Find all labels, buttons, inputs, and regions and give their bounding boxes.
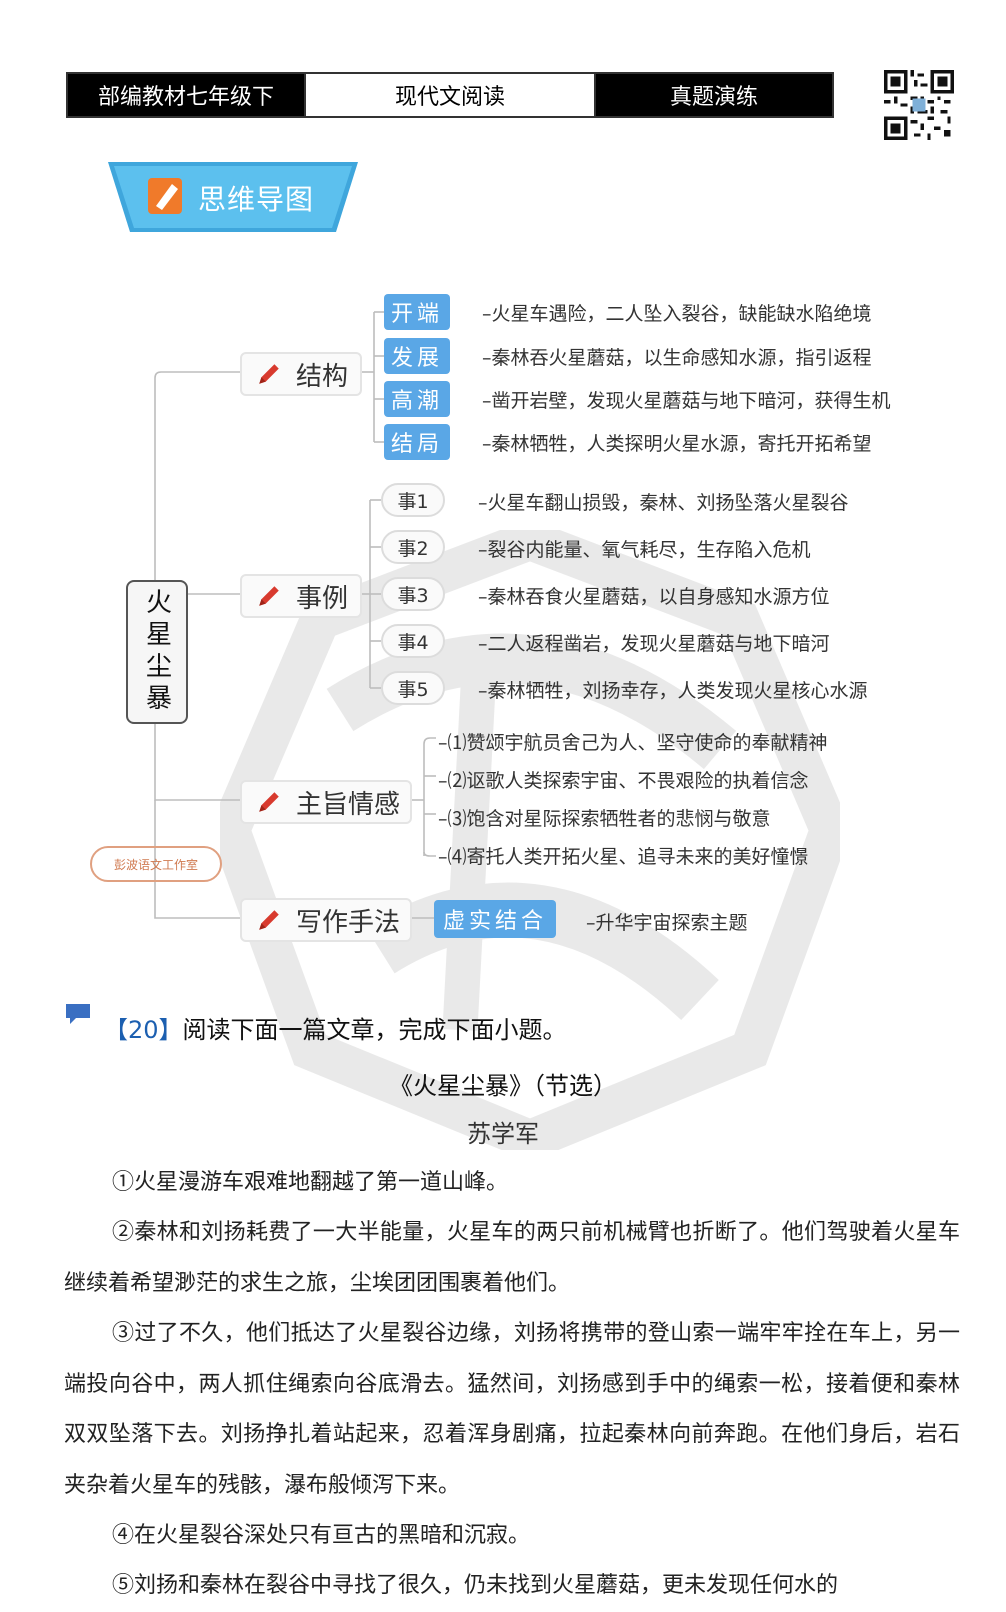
header-grade-label: 部编教材七年级下	[66, 72, 306, 118]
mindmap-banner	[108, 162, 358, 232]
theme-item-2: –⑵讴歌人类探索宇宙、不畏艰险的执着信念	[438, 770, 809, 792]
branch-structure-label: 结构	[296, 361, 349, 392]
article-title: 《火星尘暴》（节选）	[389, 1072, 617, 1100]
example-text-2: –裂谷内能量、氧气耗尽，生存陷入危机	[478, 539, 811, 561]
example-text-4: –二人返程凿岩，发现火星蘑菇与地下暗河	[478, 633, 830, 655]
structure-tag-2: 发展	[384, 338, 450, 374]
article-paragraph-5: ⑤刘扬和秦林在裂谷中寻找了很久，仍未找到火星蘑菇，更未发现任何水的	[112, 1573, 839, 1598]
branch-examples: 事例	[240, 574, 362, 618]
structure-text-2: –秦林吞火星蘑菇，以生命感知水源，指引返程	[482, 347, 872, 369]
article-paragraph-2: ②秦林和刘扬耗费了一大半能量，火星车的两只前机械臂也折断了。他们驾驶着火星车继续…	[64, 1220, 960, 1296]
example-tag-5: 事5	[381, 671, 445, 705]
question-prompt: 阅读下面一篇文章，完成下面小题。	[182, 1016, 567, 1044]
example-text-3: –秦林吞食火星蘑菇，以自身感知水源方位	[478, 586, 830, 608]
structure-tag-3: 高潮	[384, 381, 450, 417]
example-tag-4: 事4	[381, 624, 445, 658]
pen-icon	[259, 364, 279, 384]
theme-item-1: –⑴赞颂宇航员舍己为人、坚守使命的奉献精神	[438, 732, 828, 754]
header-practice-label: 真题演练	[594, 72, 834, 118]
structure-tag-1: 开端	[384, 294, 450, 330]
example-tag-2: 事2	[381, 530, 445, 564]
branch-writing-label: 写作手法	[296, 907, 401, 938]
example-text-5: –秦林牺牲，刘扬幸存，人类发现火星核心水源	[478, 680, 868, 702]
article-author: 苏学军	[467, 1120, 539, 1148]
mindmap-root: 火星尘暴	[126, 580, 188, 724]
theme-item-3: –⑶饱含对星际探索牺牲者的悲悯与敬意	[438, 808, 771, 830]
structure-text-1: –火星车遇险，二人坠入裂谷，缺能缺水陷绝境	[482, 303, 872, 325]
article-paragraph-1: ①火星漫游车艰难地翻越了第一道山峰。	[112, 1170, 509, 1195]
theme-item-4: –⑷寄托人类开拓火星、追寻未来的美好憧憬	[438, 846, 809, 868]
branch-writing: 写作手法	[240, 898, 412, 942]
branch-theme: 主旨情感	[240, 780, 412, 824]
article-paragraph-4: ④在火星裂谷深处只有亘古的黑暗和沉寂。	[112, 1523, 531, 1548]
branch-theme-label: 主旨情感	[296, 789, 401, 820]
writing-text: –升华宇宙探索主题	[586, 912, 748, 934]
header-section-label: 现代文阅读	[306, 72, 594, 118]
branch-examples-label: 事例	[296, 583, 349, 614]
mindmap-root-label: 火星尘暴	[141, 588, 172, 716]
studio-stamp: 彭波语文工作室	[90, 846, 222, 882]
branch-structure: 结构	[240, 352, 362, 396]
structure-text-4: –秦林牺牲，人类探明火星水源，寄托开拓希望	[482, 433, 872, 455]
pen-icon	[259, 910, 279, 930]
pen-icon	[259, 586, 279, 606]
writing-tag: 虚实结合	[434, 900, 556, 938]
question-line: 【20】阅读下面一篇文章，完成下面小题。	[104, 1010, 567, 1045]
mindmap-banner-title: 思维导图	[198, 183, 315, 216]
question-number: 【20】	[104, 1016, 183, 1044]
example-tag-3: 事3	[381, 577, 445, 611]
structure-text-3: –凿开岩壁，发现火星蘑菇与地下暗河，获得生机	[482, 390, 891, 412]
mindmap-connectors	[154, 311, 436, 919]
pen-icon	[259, 792, 279, 812]
example-tag-1: 事1	[381, 483, 445, 517]
question-marker-icon	[66, 1004, 90, 1024]
article-paragraph-3: ③过了不久，他们抵达了火星裂谷边缘，刘扬将携带的登山索一端牢牢拴在车上，另一端投…	[64, 1321, 960, 1498]
qr-code-icon	[884, 70, 954, 140]
structure-tag-4: 结局	[384, 424, 450, 460]
example-text-1: –火星车翻山损毁，秦林、刘扬坠落火星裂谷	[478, 492, 849, 514]
